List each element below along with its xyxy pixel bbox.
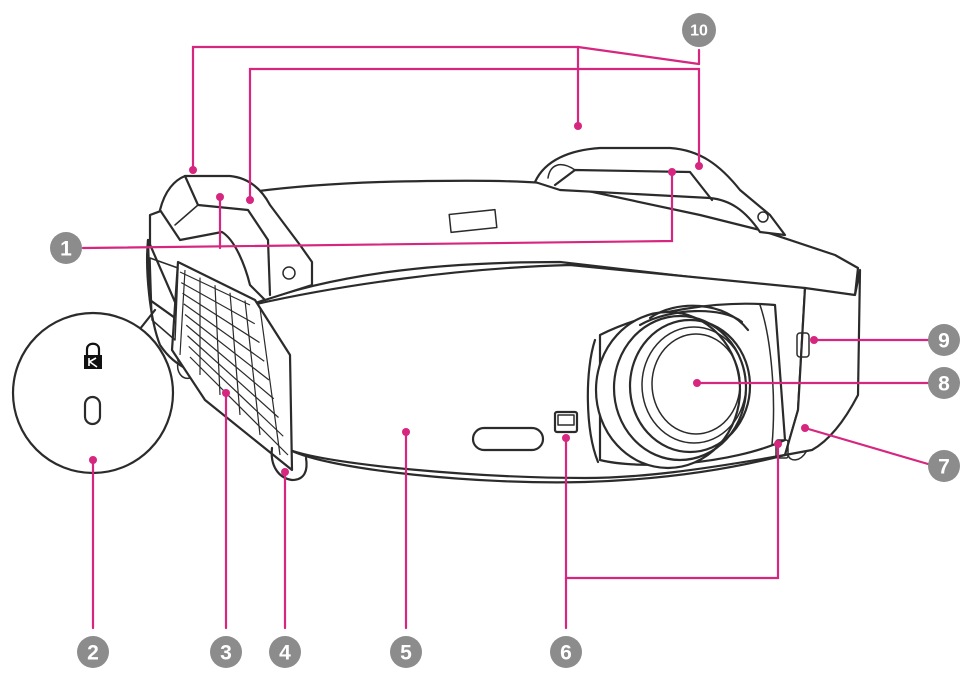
- leader-dot: [574, 122, 582, 130]
- svg-text:9: 9: [938, 330, 950, 353]
- bottom-edge: [288, 448, 787, 484]
- svg-text:8: 8: [938, 373, 950, 396]
- leader-dot: [189, 166, 197, 174]
- callout-6: 6: [550, 636, 582, 668]
- callout-9: 9: [928, 324, 960, 356]
- side-control-button: [796, 332, 810, 358]
- vent-slat: [214, 285, 221, 396]
- leader-dot: [562, 434, 570, 442]
- vent-slat: [182, 292, 260, 344]
- leader-dot: [693, 379, 701, 387]
- security-slot: [83, 395, 102, 426]
- front-remote-receiver: [553, 410, 579, 434]
- air-exhaust-vent: [170, 260, 294, 472]
- callout-10: 10: [682, 13, 716, 47]
- vent-slat: [187, 335, 279, 418]
- leader-dot: [801, 424, 809, 432]
- svg-text:5: 5: [400, 642, 412, 665]
- leader-dot: [695, 162, 703, 170]
- vent-slat: [184, 314, 270, 381]
- lens: [594, 304, 752, 470]
- vent-slat: [188, 345, 284, 437]
- callout-8: 8: [928, 367, 960, 399]
- side-foot: [787, 451, 807, 461]
- leader-dot: [774, 440, 782, 448]
- svg-text:1: 1: [60, 238, 72, 261]
- vent-slat: [244, 300, 261, 436]
- leader-lines: [81, 45, 930, 630]
- rear-remote-receiver: [775, 439, 789, 459]
- vent-slat: [259, 307, 281, 456]
- carrying-handle-front: [158, 174, 314, 302]
- front-foot: [270, 446, 308, 482]
- callout-2: 2: [77, 636, 109, 668]
- leader-endpoints: [89, 122, 818, 476]
- inset-circle: [11, 311, 175, 475]
- rear-foot-left: [176, 361, 191, 380]
- leader-dot: [89, 456, 97, 464]
- leader-dot: [668, 168, 676, 176]
- leader-dot: [246, 196, 254, 204]
- svg-text:2: 2: [87, 642, 99, 665]
- svg-text:6: 6: [560, 642, 572, 665]
- leader-dot: [222, 389, 230, 397]
- vent-slat: [179, 269, 186, 356]
- vent-slat: [185, 324, 275, 400]
- svg-text:3: 3: [220, 642, 232, 665]
- projector-illustration: [146, 146, 862, 484]
- leader-dot: [216, 193, 224, 201]
- callout-1: 1: [50, 232, 82, 264]
- remote-receiver-window: [471, 426, 545, 452]
- svg-text:4: 4: [279, 642, 291, 665]
- top-cover-label: [448, 208, 498, 234]
- callout-4: 4: [269, 636, 301, 668]
- leader-dot: [810, 336, 818, 344]
- vent-slat: [229, 292, 241, 416]
- leader-dot: [402, 428, 410, 436]
- leader-dot: [281, 468, 289, 476]
- right-side-panel: [783, 268, 862, 457]
- callout-7: 7: [928, 450, 960, 482]
- vent-slat: [180, 282, 256, 325]
- kensington-lock-icon: [84, 342, 102, 369]
- callout-5: 5: [390, 636, 422, 668]
- callout-3: 3: [210, 636, 242, 668]
- svg-text:7: 7: [938, 456, 950, 479]
- security-slot-inset: [11, 308, 175, 475]
- svg-text:10: 10: [690, 23, 708, 40]
